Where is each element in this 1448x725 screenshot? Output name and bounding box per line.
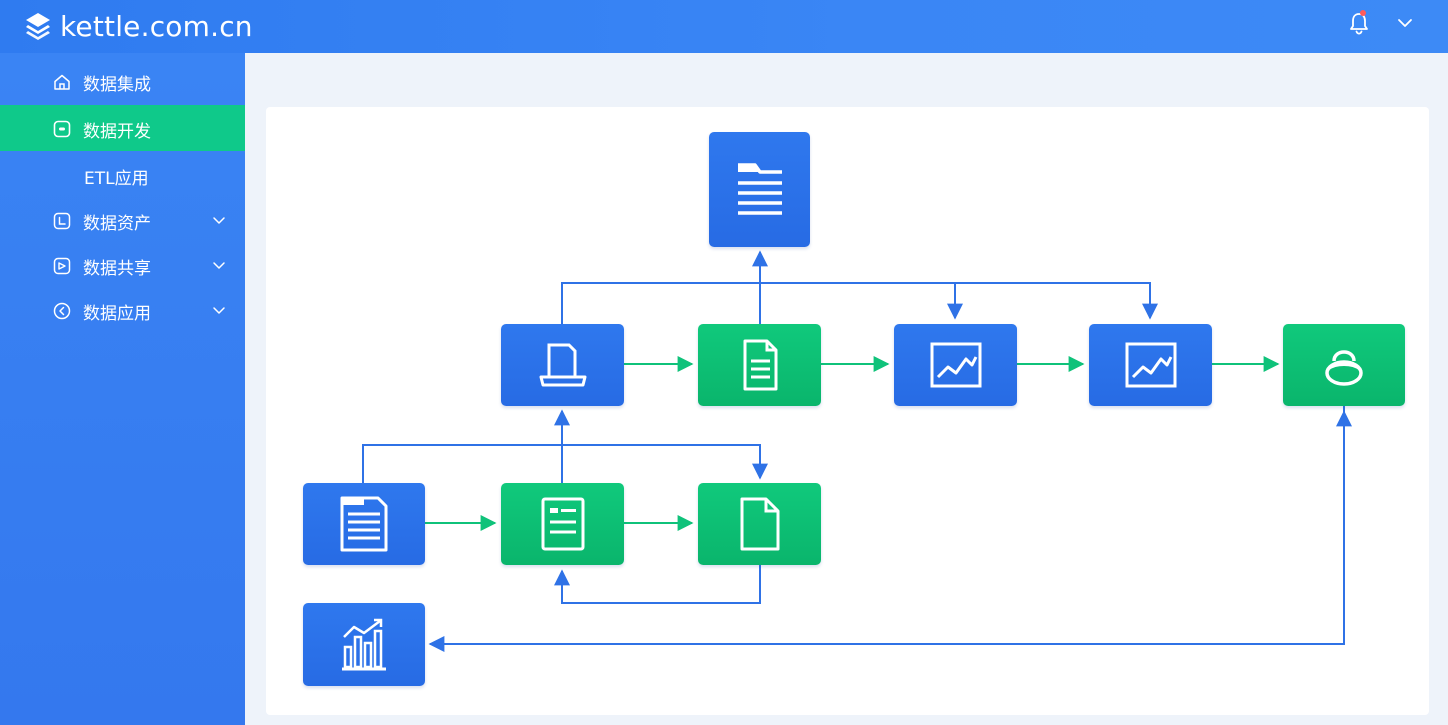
node-source-doc[interactable] [303, 483, 425, 565]
brand-logo[interactable]: kettle.com.cn [22, 6, 253, 46]
notification-dot [1360, 10, 1366, 16]
chevron-down-icon[interactable] [210, 301, 228, 319]
sidebar-item-data-sharing[interactable]: 数据共享 [0, 242, 245, 288]
node-transform-doc[interactable] [698, 324, 821, 406]
share-icon [53, 257, 71, 275]
line-chart-icon [930, 342, 981, 388]
sidebar-item-label: 数据集成 [83, 75, 151, 95]
database-ring-icon [1325, 350, 1363, 386]
sidebar-item-label: 数据资产 [83, 214, 151, 234]
workflow-canvas[interactable] [266, 107, 1429, 715]
bell-icon[interactable] [1345, 10, 1373, 38]
node-analysis-2[interactable] [1089, 324, 1212, 406]
document-icon [737, 162, 782, 215]
sidebar: 数据集成 数据开发 ETL应用 数据资产 数据共享 [0, 53, 245, 725]
chevron-down-icon[interactable] [210, 211, 228, 229]
sidebar-item-label: 数据应用 [83, 304, 151, 324]
sidebar-subitem-etl[interactable]: ETL应用 [0, 152, 245, 198]
home-icon [54, 74, 70, 90]
app-circle-icon [53, 302, 71, 320]
top-bar: kettle.com.cn [0, 0, 1448, 53]
node-form-step[interactable] [501, 483, 624, 565]
sidebar-item-data-application[interactable]: 数据应用 [0, 287, 245, 333]
asset-icon [53, 212, 71, 230]
chevron-down-icon[interactable] [1394, 12, 1416, 34]
node-printer-input[interactable] [501, 324, 624, 406]
brand-name: kettle.com.cn [60, 9, 253, 43]
node-report[interactable] [303, 603, 425, 686]
sidebar-item-label: 数据开发 [83, 122, 151, 142]
node-output-document[interactable] [709, 132, 810, 247]
sidebar-item-label: ETL应用 [84, 169, 149, 189]
file-icon [740, 497, 779, 551]
sidebar-item-data-integration[interactable]: 数据集成 [0, 58, 245, 104]
chevron-down-icon[interactable] [210, 256, 228, 274]
node-file-step[interactable] [698, 483, 821, 565]
document-icon [340, 496, 388, 552]
form-icon [541, 497, 584, 551]
sidebar-item-data-development[interactable]: 数据开发 [0, 105, 245, 151]
code-box-icon [53, 120, 71, 138]
node-sink[interactable] [1283, 324, 1405, 406]
layers-logo-icon [26, 13, 50, 40]
node-analysis-1[interactable] [894, 324, 1017, 406]
sidebar-item-label: 数据共享 [83, 259, 151, 279]
line-chart-icon [1125, 342, 1176, 388]
printer-icon [539, 343, 586, 387]
file-lines-icon [743, 339, 777, 391]
sidebar-item-data-assets[interactable]: 数据资产 [0, 197, 245, 243]
bar-chart-icon [342, 618, 386, 670]
